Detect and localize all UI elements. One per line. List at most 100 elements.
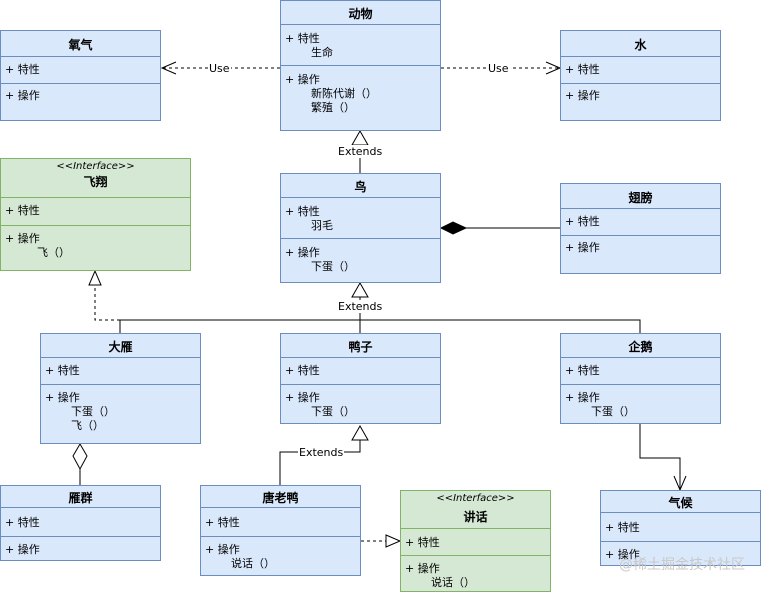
class-divider bbox=[281, 357, 440, 358]
extends-label-duck: Extends bbox=[298, 446, 345, 459]
operation-header: + 操作 bbox=[565, 391, 600, 404]
realization-triangle-speak bbox=[385, 534, 402, 548]
operation-header: + 操作 bbox=[565, 89, 600, 102]
class-water[interactable]: 水 + 特性 + 操作 bbox=[560, 30, 721, 121]
composition-diamond bbox=[439, 221, 468, 235]
class-divider bbox=[41, 384, 200, 385]
operation-item: 新陈代谢（） bbox=[311, 87, 377, 100]
class-divider bbox=[1, 507, 160, 508]
stereotype-label: <<Interface>> bbox=[436, 493, 515, 504]
realization-triangle-fly bbox=[88, 269, 102, 286]
operation-header: + 操作 bbox=[565, 241, 600, 254]
class-title: 翅膀 bbox=[628, 191, 653, 205]
class-flock[interactable]: 雁群 + 特性 + 操作 bbox=[0, 485, 161, 561]
class-title: 鸭子 bbox=[348, 340, 373, 354]
class-penguin[interactable]: 企鹅 + 特性 + 操作 下蛋（） bbox=[560, 333, 721, 424]
realization-connector-fly[interactable] bbox=[94, 285, 120, 321]
attribute-header: + 特性 bbox=[405, 536, 440, 549]
operation-item: 飞（） bbox=[37, 246, 70, 259]
class-divider bbox=[401, 555, 550, 556]
class-divider bbox=[281, 238, 440, 239]
operation-item: 下蛋（） bbox=[311, 260, 355, 273]
operation-header: + 操作 bbox=[285, 73, 320, 86]
class-wing[interactable]: 翅膀 + 特性 + 操作 bbox=[560, 183, 721, 274]
class-divider bbox=[281, 65, 440, 66]
operation-item: 飞（） bbox=[71, 419, 104, 432]
class-title: 大雁 bbox=[108, 340, 133, 354]
class-climate[interactable]: 气候 + 特性 + 操作 bbox=[600, 490, 761, 566]
operation-header: + 操作 bbox=[285, 391, 320, 404]
class-divider bbox=[41, 357, 200, 358]
class-divider bbox=[1, 536, 160, 537]
class-divider bbox=[281, 24, 440, 25]
class-divider bbox=[281, 384, 440, 385]
operation-header: + 操作 bbox=[205, 543, 240, 556]
class-duck[interactable]: 鸭子 + 特性 + 操作 下蛋（） bbox=[280, 333, 441, 424]
operation-header: + 操作 bbox=[605, 548, 640, 561]
class-divider bbox=[1, 225, 190, 226]
operation-item: 繁殖（） bbox=[311, 101, 355, 114]
class-title: 动物 bbox=[348, 7, 373, 21]
association-connector-climate[interactable] bbox=[639, 424, 681, 490]
class-goose[interactable]: 大雁 + 特性 + 操作 下蛋（） 飞（） bbox=[40, 333, 201, 444]
class-title: 雁群 bbox=[68, 491, 93, 505]
class-divider bbox=[561, 235, 720, 236]
attribute-item: 羽毛 bbox=[311, 219, 333, 232]
operation-header: + 操作 bbox=[5, 232, 40, 245]
attribute-header: + 特性 bbox=[285, 364, 320, 377]
interface-speak[interactable]: <<Interface>> 讲话 + 特性 + 操作 说话（） bbox=[400, 490, 551, 592]
class-divider bbox=[601, 541, 760, 542]
watermark: @稀土掘金技术社区 bbox=[619, 557, 745, 573]
class-title: 唐老鸭 bbox=[262, 491, 299, 505]
operation-item: 下蛋（） bbox=[311, 405, 355, 418]
inheritance-triangle-bird bbox=[351, 281, 369, 298]
extends-label-bird: Extends bbox=[337, 300, 384, 313]
interface-fly[interactable]: <<Interface>> 飞翔 + 特性 + 操作 飞（） bbox=[0, 158, 191, 271]
attribute-header: + 特性 bbox=[205, 516, 240, 529]
operation-item: 下蛋（） bbox=[71, 405, 115, 418]
operation-item: 说话（） bbox=[231, 557, 275, 570]
class-bird[interactable]: 鸟 + 特性 羽毛 + 操作 下蛋（） bbox=[280, 173, 441, 283]
attribute-item: 生命 bbox=[311, 46, 333, 59]
class-divider bbox=[401, 528, 550, 529]
attribute-header: + 特性 bbox=[605, 521, 640, 534]
class-title: 企鹅 bbox=[628, 340, 653, 354]
class-divider bbox=[1, 56, 160, 57]
class-divider bbox=[1, 197, 190, 198]
attribute-header: + 特性 bbox=[5, 204, 40, 217]
class-divider bbox=[561, 357, 720, 358]
class-oxygen[interactable]: 氧气 + 特性 + 操作 bbox=[0, 30, 161, 121]
class-divider bbox=[561, 56, 720, 57]
class-divider bbox=[561, 384, 720, 385]
class-divider bbox=[281, 197, 440, 198]
class-divider bbox=[201, 507, 360, 508]
class-title: 飞翔 bbox=[83, 175, 108, 189]
attribute-header: + 特性 bbox=[45, 364, 80, 377]
class-divider bbox=[561, 208, 720, 209]
aggregation-diamond bbox=[72, 443, 88, 471]
operation-item: 说话（） bbox=[431, 576, 475, 589]
class-title: 氧气 bbox=[68, 38, 93, 52]
extends-label-animal: Extends bbox=[337, 145, 384, 158]
use-label-water: Use bbox=[487, 62, 510, 75]
operation-header: + 操作 bbox=[285, 246, 320, 259]
attribute-header: + 特性 bbox=[565, 364, 600, 377]
inheritance-triangle-duck bbox=[351, 424, 369, 441]
extends-connector-subclasses[interactable] bbox=[119, 319, 641, 333]
class-divider bbox=[201, 536, 360, 537]
operation-header: + 操作 bbox=[5, 543, 40, 556]
use-label-oxygen: Use bbox=[208, 62, 231, 75]
attribute-header: + 特性 bbox=[285, 32, 320, 45]
class-donald-duck[interactable]: 唐老鸭 + 特性 + 操作 说话（） bbox=[200, 485, 361, 576]
class-title: 鸟 bbox=[354, 180, 367, 194]
class-title: 水 bbox=[634, 38, 647, 52]
attribute-header: + 特性 bbox=[285, 205, 320, 218]
attribute-header: + 特性 bbox=[5, 63, 40, 76]
class-title: 讲话 bbox=[463, 510, 488, 524]
operation-header: + 操作 bbox=[5, 89, 40, 102]
stereotype-label: <<Interface>> bbox=[56, 161, 135, 172]
class-title: 气候 bbox=[668, 496, 693, 510]
class-animal[interactable]: 动物 + 特性 生命 + 操作 新陈代谢（） 繁殖（） bbox=[280, 0, 441, 131]
open-arrow-oxygen bbox=[160, 61, 177, 75]
